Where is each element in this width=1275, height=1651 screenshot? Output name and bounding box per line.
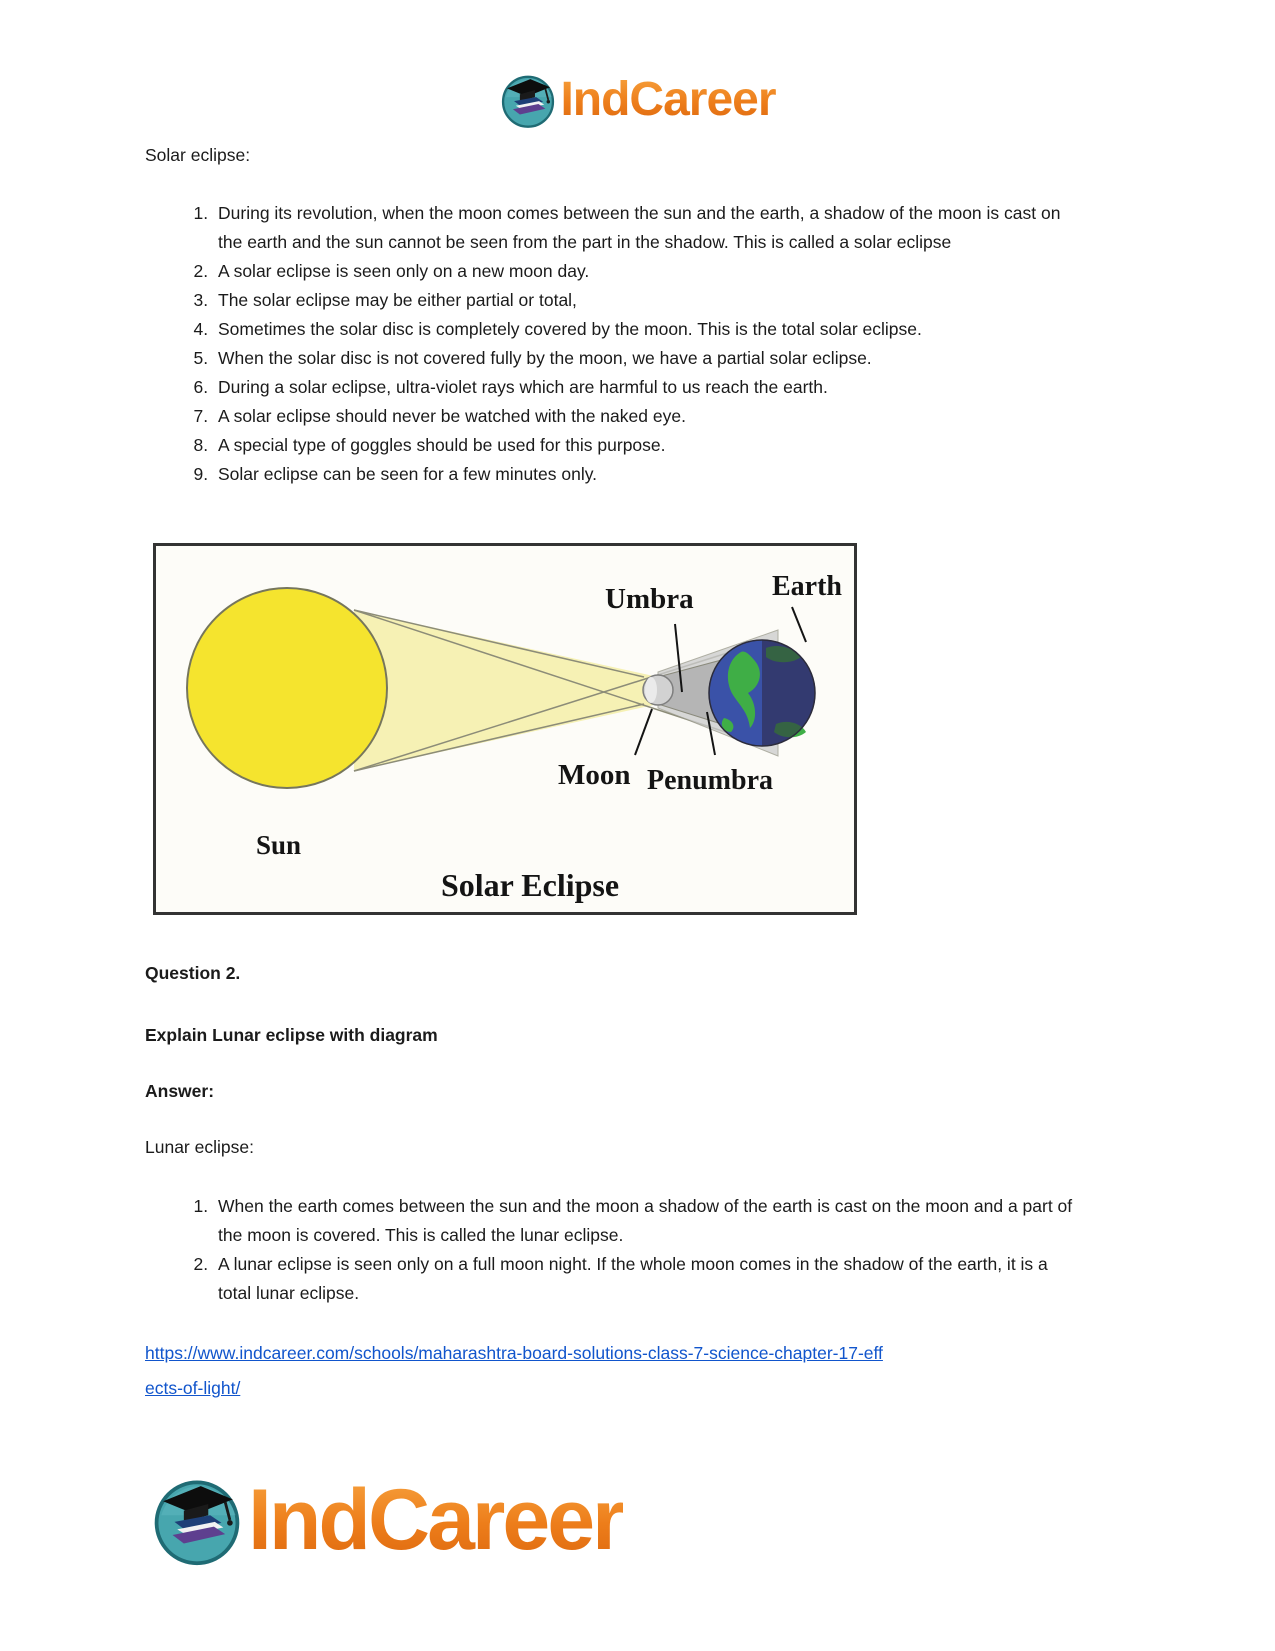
lunar-eclipse-heading: Lunar eclipse:: [145, 1137, 254, 1157]
indcareer-brand-icon: [502, 75, 555, 128]
question-heading: Question 2.: [145, 963, 241, 983]
umbra-label: Umbra: [605, 583, 694, 615]
list-item: A solar eclipse should never be watched …: [213, 402, 1073, 431]
footer-logo-text: IndCareer: [248, 1472, 625, 1568]
solar-eclipse-figure: Umbra Earth Moon Penumbra Sun Solar Ecli…: [156, 546, 854, 912]
document-body: Solar eclipse: During its revolution, wh…: [145, 144, 1150, 1406]
list-item: Sometimes the solar disc is completely c…: [213, 315, 1073, 344]
ray-line: [353, 703, 645, 772]
list-item: The solar eclipse may be either partial …: [213, 286, 1073, 315]
solar-eclipse-heading: Solar eclipse:: [145, 145, 251, 165]
list-item: During its revolution, when the moon com…: [213, 199, 1073, 257]
source-url-link[interactable]: https://www.indcareer.com/schools/mahara…: [145, 1336, 1150, 1406]
footer-logo: IndCareer: [150, 1472, 625, 1568]
question-prompt: Explain Lunar eclipse with diagram: [145, 1025, 438, 1045]
solar-eclipse-list: During its revolution, when the moon com…: [145, 199, 1073, 489]
moon-highlight: [645, 677, 657, 703]
penumbra-label: Penumbra: [647, 765, 773, 796]
list-item: Solar eclipse can be seen for a few minu…: [213, 460, 1073, 489]
source-url-line1[interactable]: https://www.indcareer.com/schools/mahara…: [145, 1343, 883, 1363]
list-item: A lunar eclipse is seen only on a full m…: [213, 1250, 1073, 1308]
earth-shape: [708, 639, 816, 747]
list-item: A special type of goggles should be used…: [213, 431, 1073, 460]
header-logo: IndCareer: [0, 68, 1275, 132]
earth-label: Earth: [772, 571, 842, 602]
umbra-pointer-line: [674, 623, 683, 693]
list-item: When the solar disc is not covered fully…: [213, 344, 1073, 373]
lunar-eclipse-list: When the earth comes between the sun and…: [145, 1192, 1073, 1308]
indcareer-brand-icon: [154, 1480, 240, 1566]
answer-label: Answer:: [145, 1081, 215, 1101]
sun-light-beam: [354, 610, 658, 771]
header-logo-text: IndCareer: [560, 73, 776, 126]
moon-pointer-line: [634, 708, 653, 756]
source-url-line2[interactable]: ects-of-light/: [145, 1378, 241, 1398]
ray-line: [353, 609, 645, 678]
sun-label: Sun: [256, 830, 301, 860]
diagram-title: Solar Eclipse: [441, 867, 619, 903]
list-item: A solar eclipse is seen only on a new mo…: [213, 257, 1073, 286]
solar-eclipse-diagram: Umbra Earth Moon Penumbra Sun Solar Ecli…: [153, 543, 857, 915]
earth-pointer-line: [791, 606, 807, 643]
sun-shape: [186, 587, 388, 789]
list-item: During a solar eclipse, ultra-violet ray…: [213, 373, 1073, 402]
moon-label: Moon: [558, 759, 631, 791]
list-item: When the earth comes between the sun and…: [213, 1192, 1073, 1250]
penumbra-pointer-line: [706, 711, 716, 756]
